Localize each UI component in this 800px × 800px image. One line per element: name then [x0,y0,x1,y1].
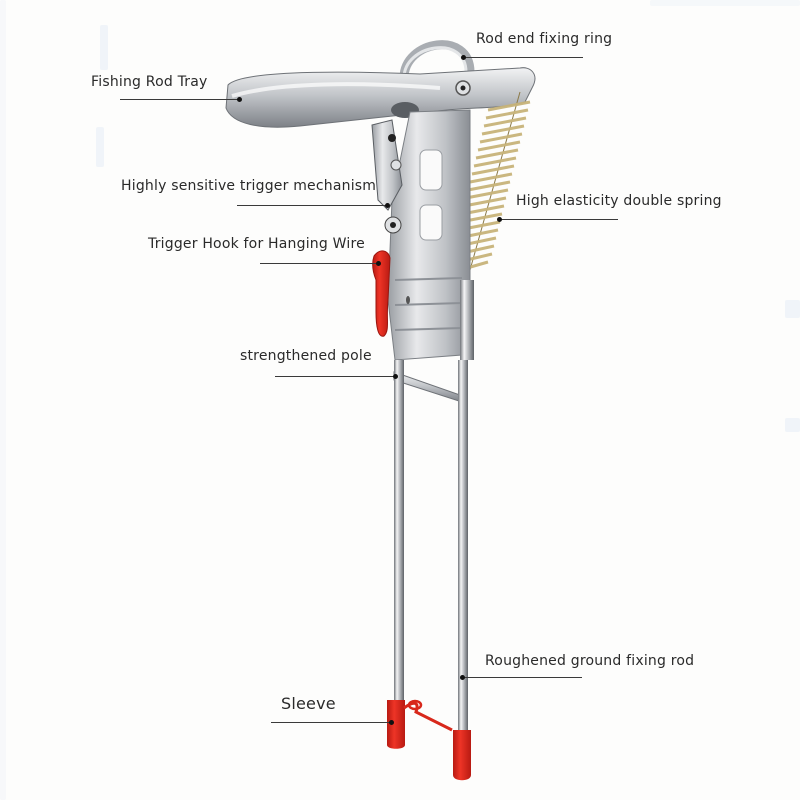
watermark-shape [0,0,6,800]
leader-line-ground-fixing-rod [462,677,582,678]
leader-dot-trigger-mechanism [385,203,390,208]
leader-line-trigger-hook [260,263,378,264]
leader-line-trigger-mechanism [237,205,387,206]
leader-dot-double-spring [497,217,502,222]
leader-dot-sleeve [389,720,394,725]
watermark-shape [100,25,108,70]
leader-line-sleeve [271,722,391,723]
leader-line-double-spring [500,219,618,220]
callout-label-sleeve: Sleeve [281,694,336,713]
leader-line-fishing-rod-tray [120,99,240,100]
watermark-shape [96,127,104,167]
callout-label-trigger-hook: Trigger Hook for Hanging Wire [148,236,365,252]
leader-dot-ground-fixing-rod [460,675,465,680]
callout-label-ground-fixing-rod: Roughened ground fixing rod [485,653,695,669]
watermark-shape [650,0,800,6]
callout-label-trigger-mechanism: Highly sensitive trigger mechanism [121,178,377,194]
callout-label-strengthened-pole: strengthened pole [240,348,372,364]
callout-label-double-spring: High elasticity double spring [516,193,722,209]
leader-line-rod-end-fixing-ring [463,57,583,58]
leader-dot-rod-end-fixing-ring [461,55,466,60]
watermark-shape [785,418,800,432]
callout-label-fishing-rod-tray: Fishing Rod Tray [91,74,208,90]
watermark-shape [785,300,800,318]
callout-label-rod-end-fixing-ring: Rod end fixing ring [476,31,613,47]
leader-line-strengthened-pole [275,376,395,377]
leader-dot-fishing-rod-tray [237,97,242,102]
leader-dot-trigger-hook [376,261,381,266]
leader-dot-strengthened-pole [393,374,398,379]
